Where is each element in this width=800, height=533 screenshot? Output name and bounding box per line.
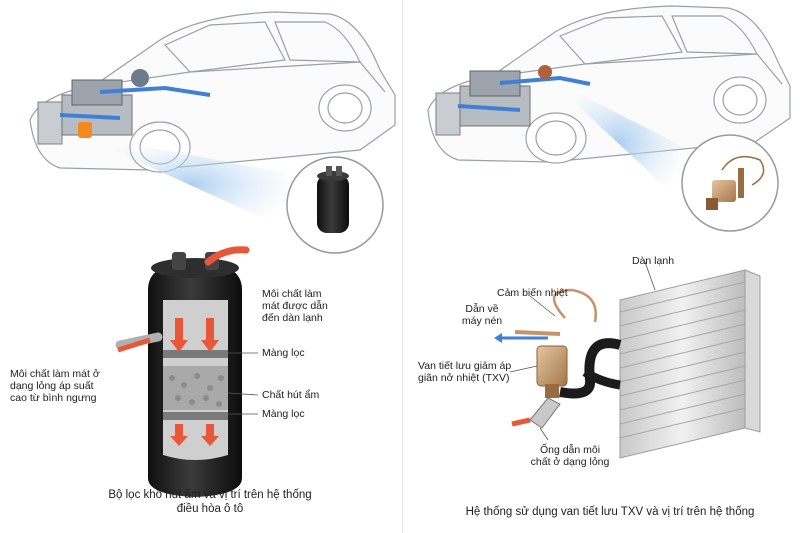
left-highlight-beam: [80, 135, 300, 235]
panel-divider: [402, 0, 403, 533]
receiver-drier-cutaway: [115, 246, 259, 497]
right-caption: Hệ thống sử dụng van tiết lưu TXV và vị …: [465, 506, 755, 518]
txv-valve: [494, 288, 597, 441]
label-evaporator: Dàn lạnh: [632, 255, 675, 267]
right-zoom-circle: [681, 134, 779, 232]
left-zoom-circle: [286, 156, 384, 254]
label-txv-valve: Van tiết lưu giảm áp giãn nở nhiệt (TXV): [418, 360, 512, 384]
label-liquid-line: Ống dẫn môi chất ở dạng lỏng: [530, 444, 610, 468]
left-caption: Bộ lọc khô hút ẩm và vị trí trên hệ thốn…: [108, 489, 312, 515]
right-engine-bay: [435, 65, 591, 136]
label-to-compressor: Dẫn về máy nén: [461, 303, 503, 327]
label-temperature-sensor: Cảm biến nhiệt: [497, 287, 568, 299]
label-filter-top: Màng lọc: [262, 347, 305, 359]
right-highlight-beam: [548, 78, 690, 210]
left-engine-bay: [37, 69, 211, 145]
label-desiccant: Chất hút ẩm: [262, 389, 320, 401]
label-outlet-to-evaporator: Môi chất làm mát được dẫn đến dàn lạnh: [262, 288, 328, 324]
evaporator-coil: [559, 261, 761, 459]
label-filter-bottom: Màng lọc: [262, 408, 305, 420]
label-inlet-from-condenser: Môi chất làm mát ở dạng lỏng áp suất cao…: [10, 368, 100, 404]
